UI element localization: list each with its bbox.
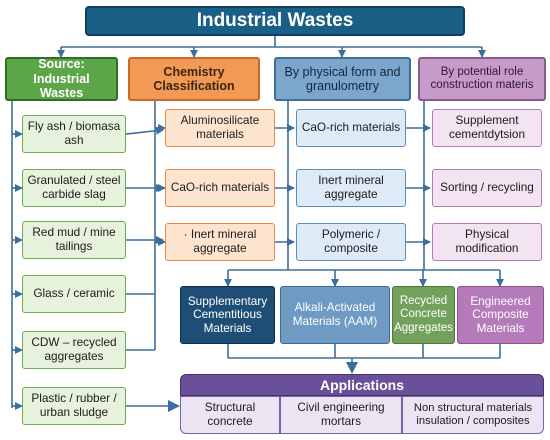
- source-slag: Granulated / steel carbide slag: [22, 169, 126, 207]
- material-scm: Supplementary Cementitious Materials: [180, 286, 275, 344]
- chemistry-aluminosilicate: Aluminosilicate materials: [165, 109, 275, 147]
- application-nonstructural: Non structural materials insulation / co…: [402, 396, 544, 434]
- physical-polymeric: Polymeric / composite: [296, 223, 406, 261]
- physical-inert-aggregate: Inert mineral aggregate: [296, 169, 406, 207]
- material-composite: Engineered Composite Materials: [457, 286, 544, 344]
- source-cdw: CDW – recycled aggregates: [22, 331, 126, 369]
- applications-title: Applications: [180, 374, 544, 396]
- source-plastic: Plastic / rubber / urban sludge: [22, 387, 126, 425]
- header-source: Source: Industrial Wastes: [5, 57, 118, 101]
- application-mortars: Civil engineering mortars: [280, 396, 402, 434]
- header-role: By potential role construction materis: [418, 57, 546, 101]
- source-fly-ash: Fly ash / biomasa ash: [22, 115, 126, 153]
- chemistry-inert-mineral: · Inert mineral aggregate: [165, 223, 275, 261]
- chemistry-cao-rich: CaO-rich materials: [165, 169, 275, 207]
- application-structural: Structural concrete: [180, 396, 280, 434]
- material-aam: Alkali-Activated Materials (AAM): [280, 286, 390, 344]
- role-supplement: Supplement cementdytsion: [432, 109, 542, 147]
- role-modification: Physical modification: [432, 223, 542, 261]
- header-physical: By physical form and granulometry: [274, 57, 411, 101]
- source-glass: Glass / ceramic: [22, 275, 126, 313]
- role-sorting: Sorting / recycling: [432, 169, 542, 207]
- physical-cao-rich: CaO-rich materials: [296, 109, 406, 147]
- source-red-mud: Red mud / mine tailings: [22, 221, 126, 259]
- material-rca: Recycled Concrete Aggregates: [392, 286, 455, 344]
- diagram-title: Industrial Wastes: [85, 6, 465, 36]
- header-chemistry: Chemistry Classification: [128, 57, 260, 101]
